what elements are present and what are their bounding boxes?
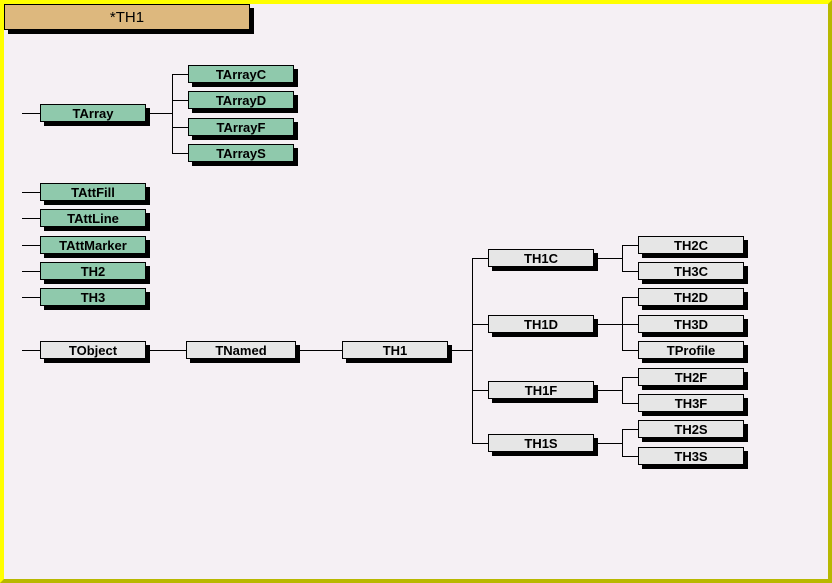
node-th2f-label: TH2F xyxy=(674,369,708,385)
connector-th1s-stub xyxy=(472,443,488,444)
connector-th1-spine xyxy=(472,258,473,443)
node-th2f[interactable]: TH2F xyxy=(638,368,744,386)
node-th1c-label: TH1C xyxy=(524,250,558,266)
connector-th3d-stub xyxy=(622,324,638,325)
connector-th1f-stub xyxy=(472,390,488,391)
node-tarray-label: TArray xyxy=(72,105,114,121)
connector-tarrayd-stub xyxy=(172,100,188,101)
node-th3f-label: TH3F xyxy=(674,395,708,411)
connector-th1c-children-spine xyxy=(622,245,623,272)
node-th1s[interactable]: TH1S xyxy=(488,434,594,452)
node-th3f[interactable]: TH3F xyxy=(638,394,744,412)
node-tobject[interactable]: TObject xyxy=(40,341,146,359)
node-tobject-label: TObject xyxy=(68,342,118,358)
node-tprofile-label: TProfile xyxy=(666,342,716,358)
connector-th1d-stub xyxy=(472,324,488,325)
node-th1f[interactable]: TH1F xyxy=(488,381,594,399)
node-tattfill-label: TAttFill xyxy=(71,184,115,200)
window-title-text: *TH1 xyxy=(109,8,145,26)
node-th3c[interactable]: TH3C xyxy=(638,262,744,280)
node-th1d-label: TH1D xyxy=(524,316,558,332)
connector-tarray-spine xyxy=(172,74,173,153)
connector-th1s-to-spine xyxy=(594,443,622,444)
node-tnamed[interactable]: TNamed xyxy=(186,341,296,359)
connector-th3s-stub xyxy=(622,456,638,457)
connector-tobject-stub xyxy=(22,350,40,351)
connector-th1f-to-spine xyxy=(594,390,622,391)
node-th3s[interactable]: TH3S xyxy=(638,447,744,465)
node-th3-label: TH3 xyxy=(80,289,106,305)
connector-th3f-stub xyxy=(622,403,638,404)
node-tarrayc[interactable]: TArrayC xyxy=(188,65,294,83)
connector-th2f-stub xyxy=(622,377,638,378)
connector-tarray-to-spine xyxy=(146,113,172,114)
node-tattmarker-label: TAttMarker xyxy=(59,237,127,253)
node-th1s-label: TH1S xyxy=(524,435,558,451)
node-tarrays-label: TArrayS xyxy=(216,145,266,161)
node-tarrayd[interactable]: TArrayD xyxy=(188,91,294,109)
node-th2-label: TH2 xyxy=(80,263,106,279)
node-th3d-label: TH3D xyxy=(674,316,708,332)
node-tarrays[interactable]: TArrayS xyxy=(188,144,294,162)
connector-tattfill-stub xyxy=(22,192,40,193)
connector-th3c-stub xyxy=(622,271,638,272)
connector-th1f-children-spine xyxy=(622,377,623,404)
node-tattmarker[interactable]: TAttMarker xyxy=(40,236,146,254)
connector-tarrays-stub xyxy=(172,153,188,154)
node-tarrayc-label: TArrayC xyxy=(215,66,267,82)
connector-tarrayf-stub xyxy=(172,127,188,128)
connector-th3-stub xyxy=(22,297,40,298)
node-th1f-label: TH1F xyxy=(524,382,558,398)
node-tnamed-label: TNamed xyxy=(215,342,267,358)
node-tarrayf[interactable]: TArrayF xyxy=(188,118,294,136)
connector-th2s-stub xyxy=(622,429,638,430)
connector-th2c-stub xyxy=(622,245,638,246)
node-th1c[interactable]: TH1C xyxy=(488,249,594,267)
connector-tattline-stub xyxy=(22,218,40,219)
connector-tprofile-stub xyxy=(622,350,638,351)
node-th2c-label: TH2C xyxy=(674,237,708,253)
node-th1d[interactable]: TH1D xyxy=(488,315,594,333)
connector-th1s-children-spine xyxy=(622,429,623,456)
connector-tarray-stub xyxy=(22,113,40,114)
node-th2d-label: TH2D xyxy=(674,289,708,305)
node-tprofile[interactable]: TProfile xyxy=(638,341,744,359)
connector-th1d-to-spine xyxy=(594,324,622,325)
connector-tobject-tnamed xyxy=(146,350,186,351)
connector-tattmarker-stub xyxy=(22,245,40,246)
node-tattline[interactable]: TAttLine xyxy=(40,209,146,227)
node-th2d[interactable]: TH2D xyxy=(638,288,744,306)
connector-th1-to-spine xyxy=(448,350,472,351)
node-th1[interactable]: TH1 xyxy=(342,341,448,359)
node-tarrayd-label: TArrayD xyxy=(215,92,267,108)
connector-th1c-stub xyxy=(472,258,488,259)
node-th2c[interactable]: TH2C xyxy=(638,236,744,254)
window-title-bar[interactable]: *TH1 xyxy=(4,4,250,30)
node-th3s-label: TH3S xyxy=(674,448,708,464)
connector-th2d-stub xyxy=(622,297,638,298)
node-tattline-label: TAttLine xyxy=(67,210,119,226)
node-tattfill[interactable]: TAttFill xyxy=(40,183,146,201)
node-th2s[interactable]: TH2S xyxy=(638,420,744,438)
node-th3[interactable]: TH3 xyxy=(40,288,146,306)
node-th2s-label: TH2S xyxy=(674,421,708,437)
node-th1-label: TH1 xyxy=(382,342,408,358)
connector-tnamed-th1 xyxy=(296,350,342,351)
node-th2[interactable]: TH2 xyxy=(40,262,146,280)
connector-th1c-to-spine xyxy=(594,258,622,259)
node-th3c-label: TH3C xyxy=(674,263,708,279)
node-tarrayf-label: TArrayF xyxy=(216,119,266,135)
node-th3d[interactable]: TH3D xyxy=(638,315,744,333)
node-tarray[interactable]: TArray xyxy=(40,104,146,122)
connector-tarrayc-stub xyxy=(172,74,188,75)
connector-th2-stub xyxy=(22,271,40,272)
